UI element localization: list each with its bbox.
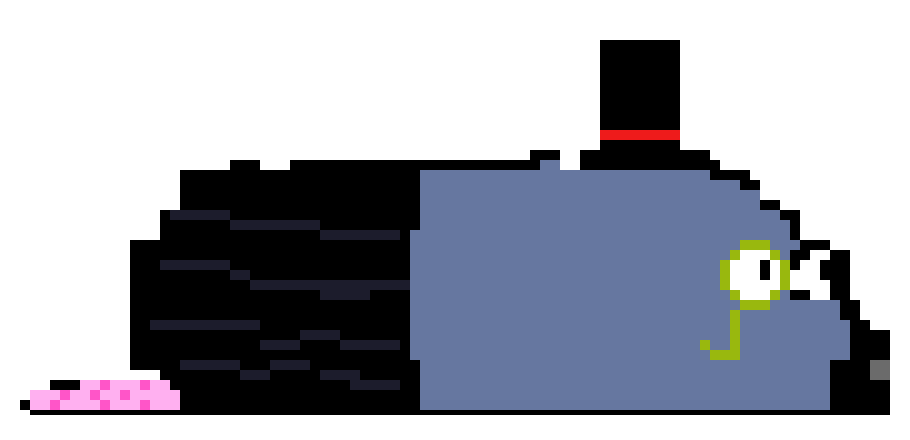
hat-band [600, 130, 680, 140]
pupil-left [760, 260, 770, 280]
monocle-icon [700, 240, 790, 360]
eye-right-icon [790, 250, 840, 300]
pupil-right [820, 260, 830, 280]
fur-stripes [150, 210, 410, 390]
tongue-icon [30, 380, 180, 410]
nose-icon [870, 360, 890, 380]
top-hat-icon [580, 40, 700, 170]
eye-left-icon [730, 250, 780, 300]
